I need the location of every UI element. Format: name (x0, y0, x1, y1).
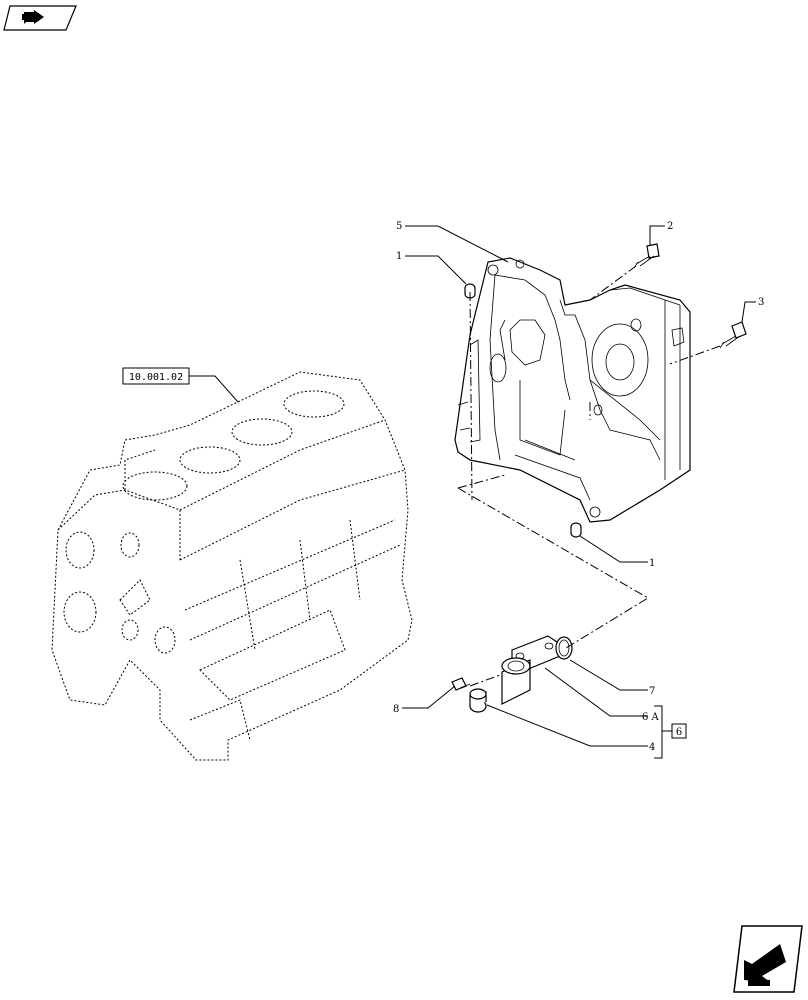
callout-1-top: 1 (396, 251, 402, 262)
timing-gear-housing (454, 257, 691, 523)
group-6-box[interactable]: 6 (671, 723, 687, 739)
o-ring (555, 636, 573, 660)
reference-box-label: 10.001.02 (129, 372, 183, 383)
callout-8: 8 (393, 704, 399, 715)
bolt-2 (633, 243, 660, 269)
callout-4: 4 (649, 742, 655, 753)
callout-7: 7 (649, 686, 655, 697)
callout-2: 2 (667, 221, 673, 232)
callout-3: 3 (758, 297, 764, 308)
callout-6a: 6 A (642, 712, 660, 723)
previous-page-icon[interactable] (3, 5, 77, 31)
engine-block-illustration (51, 371, 413, 761)
dowel-plug-bottom (570, 522, 582, 538)
screw-8 (451, 677, 471, 691)
oil-filler-tube (501, 635, 561, 705)
reference-box[interactable]: 10.001.02 (122, 367, 190, 385)
callout-1-bottom: 1 (649, 558, 655, 569)
group-6-label: 6 (676, 727, 682, 738)
filler-cap (469, 688, 487, 713)
next-page-icon[interactable] (733, 925, 803, 993)
callout-5: 5 (396, 221, 402, 232)
bolt-3 (719, 321, 747, 349)
